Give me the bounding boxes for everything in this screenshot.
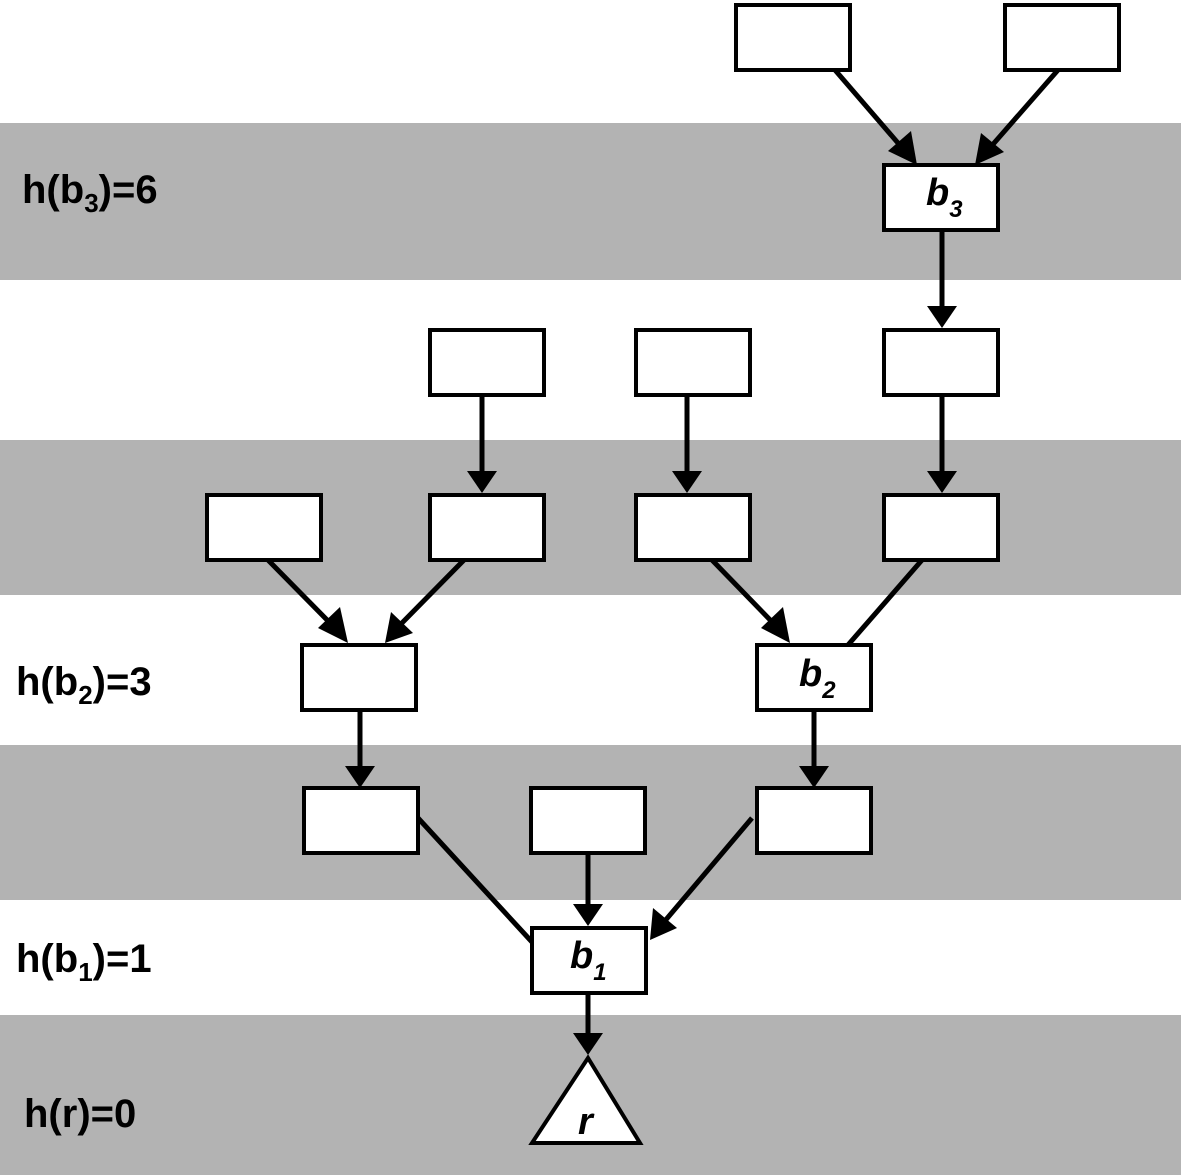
node-label-b2: b2 bbox=[799, 653, 836, 704]
block bbox=[882, 328, 1000, 397]
block bbox=[634, 493, 752, 562]
block bbox=[300, 643, 418, 712]
arrowhead bbox=[318, 607, 348, 643]
block bbox=[302, 786, 420, 855]
arrowhead bbox=[573, 1033, 603, 1055]
band-level-4 bbox=[0, 440, 1181, 595]
arrowhead bbox=[888, 131, 917, 165]
arrowhead bbox=[761, 607, 790, 643]
arrowhead bbox=[467, 471, 497, 493]
arrowhead bbox=[345, 766, 375, 788]
arrowhead bbox=[650, 908, 677, 940]
block bbox=[529, 786, 647, 855]
block bbox=[205, 493, 323, 562]
edge bbox=[986, 68, 1060, 152]
block bbox=[755, 786, 873, 855]
band-level-6 bbox=[0, 123, 1181, 280]
level-label-r: h(r)=0 bbox=[24, 1092, 137, 1136]
node-label-b1: b1 bbox=[570, 935, 607, 986]
edge bbox=[833, 68, 906, 152]
block-b3 bbox=[882, 163, 1000, 232]
block bbox=[428, 493, 546, 562]
arrowhead bbox=[799, 766, 829, 788]
block bbox=[428, 328, 546, 397]
level-label-b1: h(b1)=1 bbox=[16, 937, 152, 987]
block-b1 bbox=[530, 926, 648, 995]
edge bbox=[846, 558, 924, 647]
node-label-root: r bbox=[578, 1101, 595, 1143]
arrowhead bbox=[927, 306, 957, 328]
level-label-b3: h(b3)=6 bbox=[22, 168, 158, 218]
edge bbox=[416, 816, 534, 944]
node-label-b3: b3 bbox=[926, 172, 963, 223]
edge bbox=[396, 558, 466, 629]
arrowheads bbox=[318, 131, 1004, 1055]
edge bbox=[266, 558, 336, 629]
block bbox=[734, 3, 852, 72]
level-label-b2: h(b2)=3 bbox=[16, 660, 152, 710]
block bbox=[882, 493, 1000, 562]
arrowhead bbox=[672, 471, 702, 493]
blocks bbox=[205, 3, 1121, 995]
edge bbox=[662, 816, 754, 924]
arrowhead bbox=[927, 471, 957, 493]
block bbox=[634, 328, 752, 397]
arrowhead bbox=[975, 133, 1004, 165]
edge bbox=[710, 558, 779, 629]
block bbox=[1003, 3, 1121, 72]
root-triangle bbox=[528, 1054, 644, 1145]
arrowhead bbox=[385, 612, 413, 643]
arrowhead bbox=[573, 904, 603, 926]
edges bbox=[266, 68, 1060, 1036]
block-b2 bbox=[755, 643, 873, 712]
